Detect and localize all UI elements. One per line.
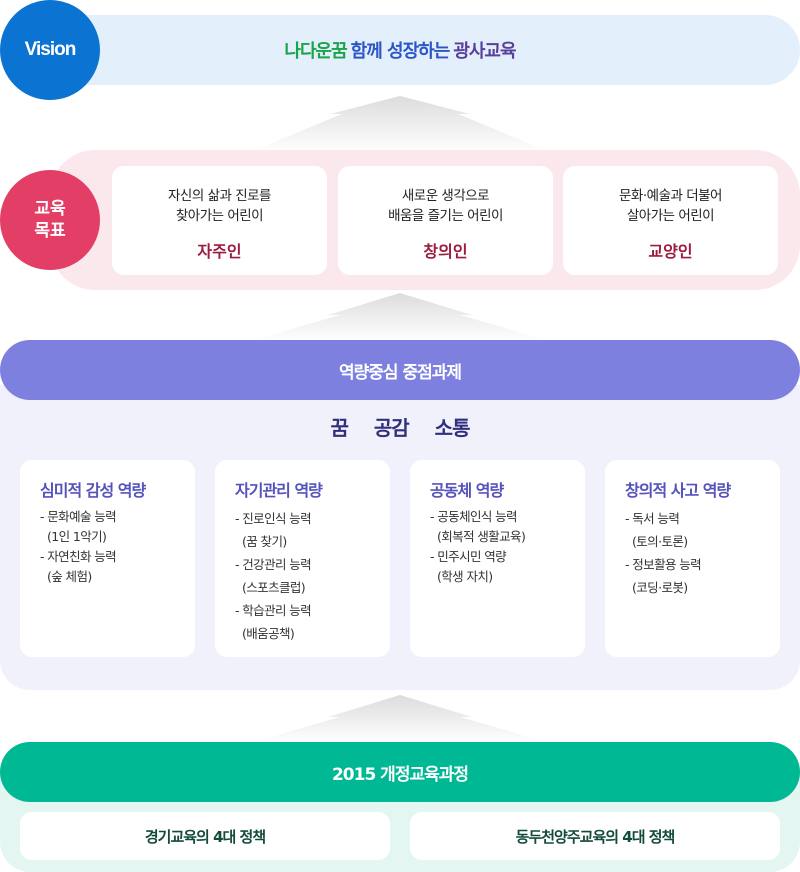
competency-item: - 정보활용 능력 xyxy=(625,557,702,572)
vision-badge-label: Vision xyxy=(24,39,77,60)
goals-badge-line2: 목표 xyxy=(34,221,66,241)
goal-desc-line2: 배움을 즐기는 어린이 xyxy=(388,208,503,224)
vision-segment-2: 함께 성장하는 xyxy=(350,41,451,62)
competency-item: - 건강관리 능력 xyxy=(235,557,312,572)
goal-desc-line1: 문화·예술과 더불어 xyxy=(619,188,722,204)
goal-name: 자주인 xyxy=(197,242,242,261)
competency-sub: (배움공책) xyxy=(242,626,295,641)
goal-desc-line2: 찾아가는 어린이 xyxy=(175,208,264,224)
goal-desc-line1: 새로운 생각으로 xyxy=(401,188,490,204)
goal-name: 교양인 xyxy=(648,242,693,261)
keyword: 소통 xyxy=(434,416,471,440)
competency-header: 역량중심 중점과제 xyxy=(0,340,800,400)
competency-keywords: 꿈 공감 소통 xyxy=(0,412,800,441)
competency-title: 심미적 감성 역량 xyxy=(40,481,146,500)
competency-sub: (학생 자치) xyxy=(437,569,493,584)
competency-item: - 자연친화 능력 xyxy=(40,549,117,564)
goal-card-creative: 새로운 생각으로 배움을 즐기는 어린이 창의인 xyxy=(338,166,553,275)
competency-item: - 공동체인식 능력 xyxy=(430,509,518,524)
up-arrow-icon xyxy=(250,293,550,341)
competency-sub: (회복적 생활교육) xyxy=(437,529,526,544)
up-arrow-icon xyxy=(250,695,550,743)
competency-title: 자기관리 역량 xyxy=(235,481,323,500)
competency-card-self-management: 자기관리 역량 - 진로인식 능력 (꿈 찾기) - 건강관리 능력 (스포츠클… xyxy=(215,460,390,657)
goal-card-cultured: 문화·예술과 더불어 살아가는 어린이 교양인 xyxy=(563,166,778,275)
competency-item: - 독서 능력 xyxy=(625,511,680,526)
competency-item: - 학습관리 능력 xyxy=(235,603,312,618)
competency-item: - 진로인식 능력 xyxy=(235,511,312,526)
competency-sub: (숲 체험) xyxy=(47,569,92,584)
goals-badge-line1: 교육 xyxy=(34,199,66,219)
competency-card-creative-thinking: 창의적 사고 역량 - 독서 능력 (토의·토론) - 정보활용 능력 (코딩·… xyxy=(605,460,780,657)
policy-label: 경기교육의 4대 정책 xyxy=(144,827,266,846)
competency-item: - 민주시민 역량 xyxy=(430,549,507,564)
competency-card-aesthetic: 심미적 감성 역량 - 문화예술 능력 (1인 1악기) - 자연친화 능력 (… xyxy=(20,460,195,657)
policy-card-dongducheon-yangju: 동두천양주교육의 4대 정책 xyxy=(410,812,780,860)
goals-badge: 교육 목표 xyxy=(0,170,100,270)
goal-name: 창의인 xyxy=(423,242,468,261)
competency-card-community: 공동체 역량 - 공동체인식 능력 (회복적 생활교육) - 민주시민 역량 (… xyxy=(410,460,585,657)
up-arrow-icon xyxy=(250,96,550,152)
vision-band xyxy=(38,15,800,85)
keyword: 꿈 xyxy=(330,416,349,440)
competency-header-label: 역량중심 중점과제 xyxy=(338,362,462,383)
competency-item: - 문화예술 능력 xyxy=(40,509,117,524)
goal-desc-line2: 살아가는 어린이 xyxy=(626,208,715,224)
goal-card-autonomous: 자신의 삶과 진로를 찾아가는 어린이 자주인 xyxy=(112,166,327,275)
competency-title: 창의적 사고 역량 xyxy=(625,481,731,500)
vision-statement: 나다운꿈 함께 성장하는 광사교육 xyxy=(0,15,800,85)
competency-title: 공동체 역량 xyxy=(430,481,504,500)
policy-label: 동두천양주교육의 4대 정책 xyxy=(515,827,676,846)
competency-sub: (토의·토론) xyxy=(632,534,688,549)
keyword: 공감 xyxy=(373,416,410,440)
goal-desc-line1: 자신의 삶과 진로를 xyxy=(168,188,271,204)
competency-sub: (스포츠클럽) xyxy=(242,580,306,595)
competency-sub: (1인 1악기) xyxy=(47,529,107,544)
competency-sub: (코딩·로봇) xyxy=(632,580,688,595)
policy-card-gyeonggi: 경기교육의 4대 정책 xyxy=(20,812,390,860)
competency-sub: (꿈 찾기) xyxy=(242,534,287,549)
curriculum-header-label: 2015 개정교육과정 xyxy=(331,764,469,785)
vision-badge: Vision xyxy=(0,0,100,100)
curriculum-header: 2015 개정교육과정 xyxy=(0,742,800,802)
vision-segment-3: 광사교육 xyxy=(453,41,516,62)
vision-segment-1: 나다운꿈 xyxy=(284,41,347,62)
